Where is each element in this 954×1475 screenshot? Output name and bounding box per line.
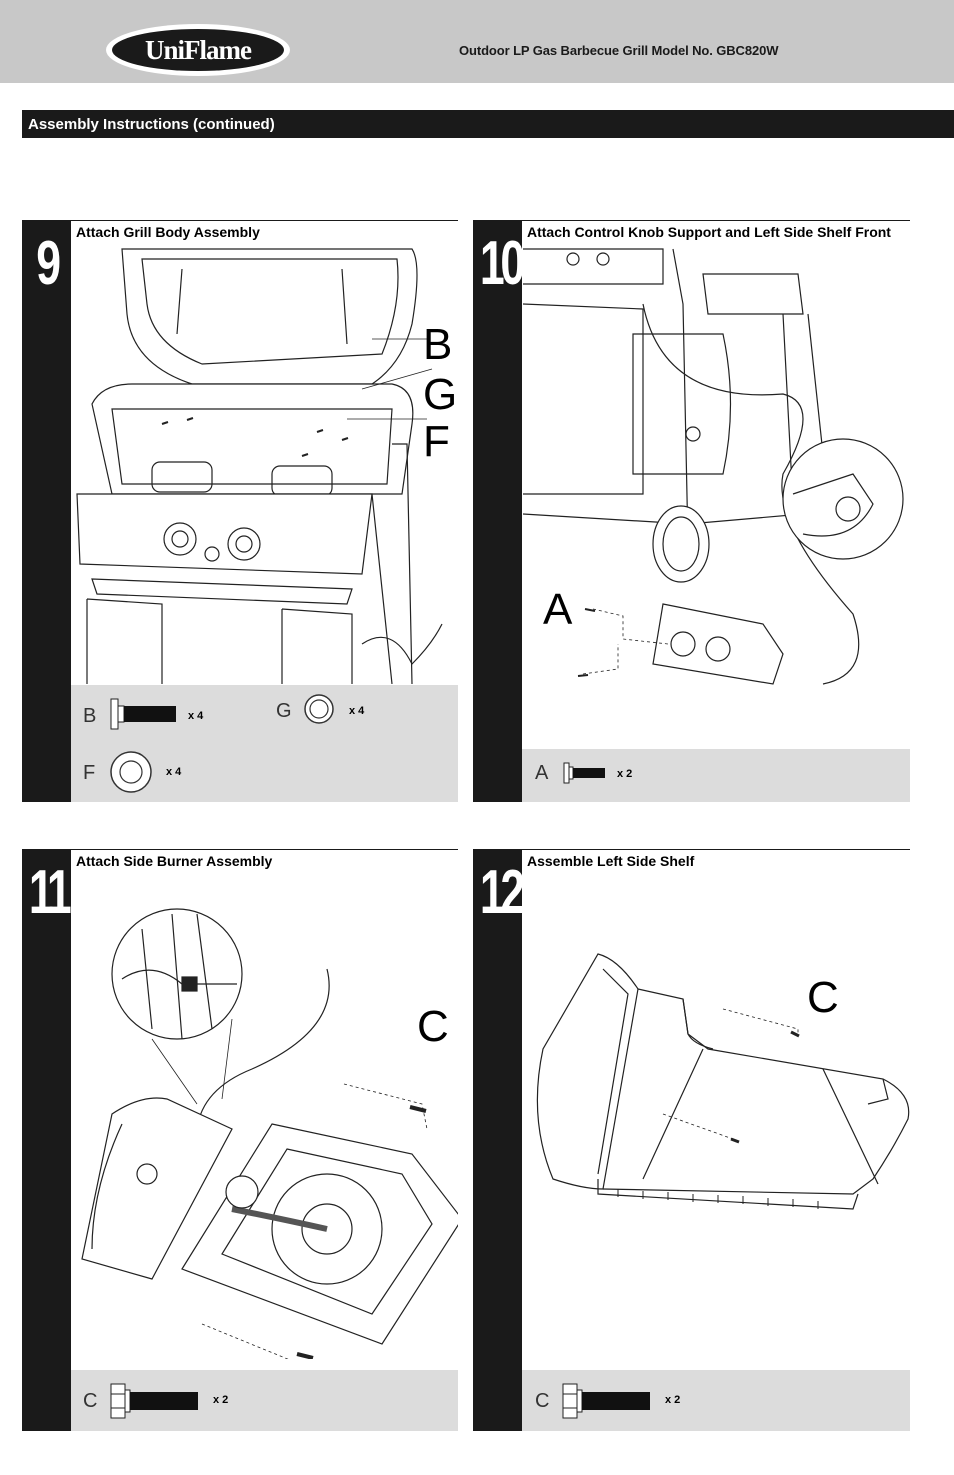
part-label-A: A bbox=[535, 762, 549, 784]
step-title: Assemble Left Side Shelf bbox=[527, 853, 695, 869]
part-qty-G: x 4 bbox=[349, 705, 365, 717]
step-number-column: 9 bbox=[22, 220, 71, 802]
part-qty-B: x 4 bbox=[188, 710, 204, 722]
flat-washer-icon bbox=[110, 751, 152, 793]
left-side-shelf-illustration bbox=[536, 953, 910, 1210]
callout-G: G bbox=[423, 370, 458, 419]
part-qty-F: x 4 bbox=[166, 766, 182, 778]
step-number-column: 12 bbox=[473, 849, 525, 1431]
step-10: 10 Attach Control Knob Support and Left … bbox=[473, 220, 910, 802]
callout-B: B bbox=[423, 320, 453, 369]
screw-icon bbox=[563, 762, 605, 784]
part-qty-C: x 2 bbox=[213, 1394, 229, 1406]
parts-panel: C x 2 bbox=[71, 1370, 458, 1431]
header-bar: UniFlame Outdoor LP Gas Barbecue Grill M… bbox=[0, 0, 954, 83]
step-12: 12 Assemble Left Side Shelf C C x 2 bbox=[473, 849, 910, 1431]
part-qty-A: x 2 bbox=[617, 768, 633, 780]
lock-washer-icon bbox=[304, 694, 334, 724]
step-number: 10 bbox=[479, 229, 525, 298]
callout-F: F bbox=[423, 417, 450, 466]
part-label-B: B bbox=[83, 705, 97, 727]
part-qty-C: x 2 bbox=[665, 1394, 681, 1406]
part-label-G: G bbox=[276, 700, 292, 722]
section-title: Assembly Instructions (continued) bbox=[28, 116, 275, 133]
parts-panel: C x 2 bbox=[522, 1370, 910, 1431]
control-knob-support-illustration bbox=[523, 248, 904, 685]
uniflame-logo: UniFlame bbox=[106, 24, 290, 76]
callout-A: A bbox=[543, 585, 573, 634]
side-burner-illustration bbox=[81, 908, 458, 1359]
step-number: 9 bbox=[36, 229, 61, 298]
callout-C: C bbox=[417, 1002, 449, 1051]
hex-bolt-icon bbox=[562, 1383, 650, 1419]
hex-bolt-icon bbox=[110, 1383, 198, 1419]
part-label-F: F bbox=[83, 762, 96, 784]
section-header: Assembly Instructions (continued) bbox=[22, 110, 954, 138]
part-label-C: C bbox=[83, 1390, 98, 1412]
step-number: 12 bbox=[479, 858, 525, 927]
step-11: 11 Attach Side Burner Assembly C C bbox=[22, 849, 458, 1431]
svg-text:UniFlame: UniFlame bbox=[145, 35, 252, 65]
parts-panel: B x 4 G x 4 F x 4 bbox=[71, 685, 458, 802]
step-9: 9 Attach Grill Body Assembly B G F B bbox=[22, 220, 458, 802]
step-title: Attach Control Knob Support and Left Sid… bbox=[527, 224, 891, 240]
document-title: Outdoor LP Gas Barbecue Grill Model No. … bbox=[459, 43, 779, 58]
parts-panel: A x 2 bbox=[522, 749, 910, 802]
bolt-icon bbox=[110, 698, 176, 730]
step-title: Attach Grill Body Assembly bbox=[76, 224, 260, 240]
step-number-column: 11 bbox=[22, 849, 72, 1431]
step-number: 11 bbox=[28, 858, 72, 927]
step-title: Attach Side Burner Assembly bbox=[76, 853, 273, 869]
callout-C: C bbox=[807, 973, 839, 1022]
step-number-column: 10 bbox=[473, 220, 525, 802]
grill-body-illustration bbox=[76, 248, 443, 684]
part-label-C: C bbox=[535, 1390, 550, 1412]
